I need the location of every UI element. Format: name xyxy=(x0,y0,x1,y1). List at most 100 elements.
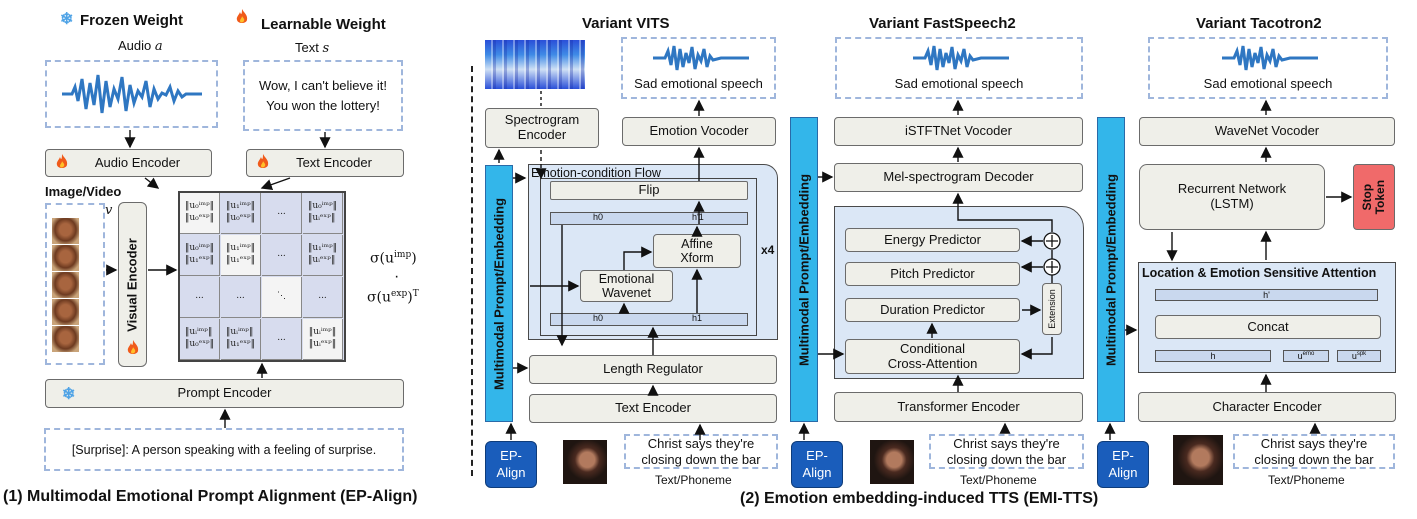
image-video-label: Image/Video xyxy=(45,184,122,199)
pitch-predictor: Pitch Predictor xyxy=(845,262,1020,286)
matrix-cell: ... xyxy=(262,235,302,276)
video-frame-image xyxy=(52,299,79,326)
taco-multimodal-prompt-bar: Multimodal Prompt/Embedding xyxy=(1097,117,1125,422)
video-frame-image xyxy=(52,218,79,245)
matrix-cell: ⋱ xyxy=(262,277,302,318)
concat-block: Concat xyxy=(1155,315,1381,339)
vits-title: Variant VITS xyxy=(582,15,670,32)
length-regulator: Length Regulator xyxy=(529,355,777,384)
matrix-cell: ‖uᵢⁱᵐᵖ‖ ‖u₁ᵉˣᵖ‖ xyxy=(221,319,261,360)
audio-encoder: Audio Encoder xyxy=(45,149,212,177)
matrix-cell: ... xyxy=(221,277,261,318)
flow-split-bottom xyxy=(550,313,748,326)
vits-output-box: Sad emotional speech xyxy=(621,37,776,99)
extension-block: Extension xyxy=(1042,283,1062,335)
fire-icon xyxy=(56,154,68,168)
matrix-cell: ... xyxy=(262,319,302,360)
uspk-bar: uspk xyxy=(1337,350,1381,362)
fire-icon xyxy=(257,154,269,168)
taco-ep-align-button: EP-Align xyxy=(1097,441,1149,488)
hprime-bar: h' xyxy=(1155,289,1378,301)
video-symbol: v xyxy=(105,203,113,218)
right-caption: (2) Emotion embedding-induced TTS (EMI-T… xyxy=(740,490,1099,507)
fs2-output-label: Sad emotional speech xyxy=(894,76,1024,91)
text-example-line2: You won the lottery! xyxy=(266,97,380,113)
h1-bottom: h1 xyxy=(692,313,703,323)
left-caption: (1) Multimodal Emotional Prompt Alignmen… xyxy=(3,488,418,505)
vits-ep-align-button: EP-Align xyxy=(485,441,537,488)
attention-label: Location & Emotion Sensitive Attention xyxy=(1142,266,1377,280)
visual-encoder: Visual Encoder xyxy=(118,202,147,367)
energy-predictor: Energy Predictor xyxy=(845,228,1020,252)
x4-label: x4 xyxy=(761,243,775,257)
sigma-dot: · xyxy=(394,268,400,285)
taco-title: Variant Tacotron2 xyxy=(1196,15,1322,32)
matrix-cell: ‖u₁ⁱᵐᵖ‖ ‖uᵢᵉˣᵖ‖ xyxy=(303,235,343,276)
frozen-weight-label: Frozen Weight xyxy=(80,12,184,29)
snowflake-icon: ❄ xyxy=(60,11,74,28)
matrix-cell: ... xyxy=(262,193,302,234)
wavenet-vocoder: WaveNet Vocoder xyxy=(1139,117,1395,146)
sigma-bottom: σ(uexp)T xyxy=(367,289,419,306)
fs2-output-box: Sad emotional speech xyxy=(835,37,1083,99)
taco-input-label: Text/Phoneme xyxy=(1268,473,1345,487)
audio-waveform-box xyxy=(45,60,218,128)
h0-bottom: h0 xyxy=(593,313,604,323)
fs2-multimodal-prompt-bar: Multimodal Prompt/Embedding xyxy=(790,117,818,422)
spectrogram-image-overlay xyxy=(485,40,585,89)
matrix-cell: ‖uᵢⁱᵐᵖ‖ ‖uᵢᵉˣᵖ‖ xyxy=(303,319,343,360)
h1prime-top: h'1 xyxy=(692,212,704,222)
text-label: Text s xyxy=(295,40,330,56)
h0-top: h0 xyxy=(593,212,604,222)
snowflake-icon: ❄ xyxy=(62,386,76,403)
vits-input-label: Text/Phoneme xyxy=(655,473,732,487)
speaker-face-image xyxy=(1173,435,1223,485)
text-example-line1: Wow, I can't believe it! xyxy=(259,78,387,93)
speaker-face-image xyxy=(870,440,914,484)
character-encoder: Character Encoder xyxy=(1138,392,1396,422)
transformer-encoder: Transformer Encoder xyxy=(834,392,1083,422)
matrix-cell: ‖u₁ⁱᵐᵖ‖ ‖u₁ᵉˣᵖ‖ xyxy=(221,235,261,276)
vits-multimodal-prompt-bar: Multimodal Prompt/Embedding xyxy=(485,165,513,422)
h-bar: h xyxy=(1155,350,1271,362)
matrix-cell: ‖u₀ⁱᵐᵖ‖ ‖uᵢᵉˣᵖ‖ xyxy=(303,193,343,234)
learnable-weight-label: Learnable Weight xyxy=(261,16,386,33)
matrix-cell: ‖u₀ⁱᵐᵖ‖ ‖u₀ᵉˣᵖ‖ xyxy=(180,193,220,234)
recurrent-network: Recurrent Network(LSTM) xyxy=(1139,164,1325,230)
waveform-icon xyxy=(653,45,749,71)
audio-label: Audio a xyxy=(118,38,163,54)
prompt-text-box: [Surprise]: A person speaking with a fee… xyxy=(44,428,404,471)
spectrogram-image xyxy=(485,40,585,89)
waveform-icon xyxy=(1222,45,1318,71)
fire-icon xyxy=(236,9,248,23)
text-encoder: Text Encoder xyxy=(246,149,404,177)
taco-output-label: Sad emotional speech xyxy=(1203,76,1333,91)
vits-text-encoder: Text Encoder xyxy=(529,394,777,423)
fs2-input-label: Text/Phoneme xyxy=(960,473,1037,487)
vits-output-label: Sad emotional speech xyxy=(634,76,763,91)
speaker-face-image xyxy=(563,440,607,484)
text-example-box: Wow, I can't believe it! You won the lot… xyxy=(243,60,403,131)
matrix-cell: ‖u₀ⁱᵐᵖ‖ ‖u₁ᵉˣᵖ‖ xyxy=(180,235,220,276)
video-frame-image xyxy=(52,272,79,299)
fs2-title: Variant FastSpeech2 xyxy=(869,15,1016,32)
flip-block: Flip xyxy=(550,181,748,200)
emotion-vocoder: Emotion Vocoder xyxy=(622,117,776,146)
video-frame-image xyxy=(52,245,79,272)
duration-predictor: Duration Predictor xyxy=(845,298,1020,322)
prompt-encoder: Prompt Encoder xyxy=(45,379,404,408)
matrix-cell: ... xyxy=(180,277,220,318)
matrix-cell: ‖u₁ⁱᵐᵖ‖ ‖u₀ᵉˣᵖ‖ xyxy=(221,193,261,234)
sigma-top: σ(uimp) xyxy=(370,250,417,267)
waveform-icon xyxy=(913,45,1009,71)
fs2-ep-align-button: EP-Align xyxy=(791,441,843,488)
flow-label: Emotion-condition Flow xyxy=(531,166,661,180)
matrix-cell: ... xyxy=(303,277,343,318)
